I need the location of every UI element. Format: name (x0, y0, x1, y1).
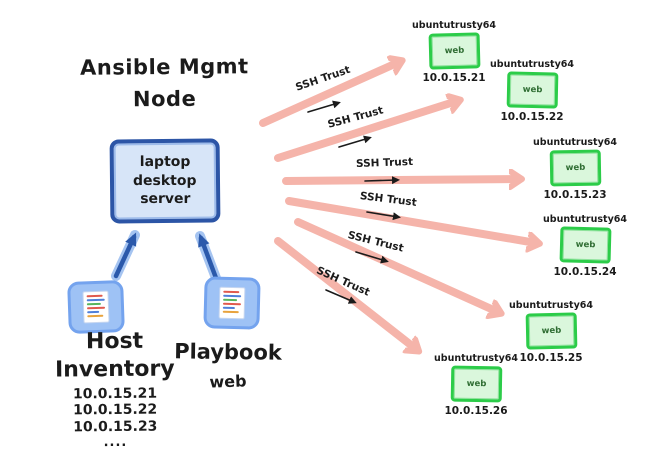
host-box: web (549, 149, 601, 187)
host-ip-label: 10.0.15.21 (422, 72, 486, 84)
host-inventory-document-icon (67, 280, 125, 334)
diagram-title: Ansible Mgmt Node (62, 51, 268, 116)
ssh-arrow-3 (282, 179, 518, 181)
playbook-block: Playbook web (168, 339, 288, 392)
title-line-1: Ansible Mgmt (79, 54, 249, 80)
managed-host-4: ubuntutrusty64 web 10.0.15.24 (537, 214, 633, 278)
playbook-to-node-arrow (198, 233, 219, 281)
ssh-arrow-5 (294, 218, 498, 312)
playbook-document-icon (203, 276, 261, 330)
host-ip-label: 10.0.15.23 (543, 189, 607, 201)
document-paper (82, 290, 110, 324)
host-os-label: ubuntutrusty64 (533, 137, 617, 148)
mgmt-node-line-server: server (140, 191, 191, 208)
host-os-label: ubuntutrusty64 (412, 20, 496, 31)
host-box: web (506, 71, 558, 109)
host-os-label: ubuntutrusty64 (490, 59, 574, 70)
host-os-label: ubuntutrusty64 (509, 300, 593, 311)
direction-arrow-1 (307, 100, 341, 113)
host-service-label: web (541, 325, 561, 337)
host-inventory-ip-list: 10.0.15.21 10.0.15.22 10.0.15.23 .... (30, 386, 201, 451)
direction-arrow-3 (364, 176, 400, 185)
host-service-label: web (444, 45, 464, 57)
ssh-direction-arrows (307, 100, 401, 304)
host-os-label: ubuntutrusty64 (434, 353, 518, 364)
host-box: web (525, 312, 577, 350)
managed-host-3: ubuntutrusty64 web 10.0.15.23 (527, 137, 623, 201)
host-service-label: web (466, 378, 486, 390)
host-ip-label: 10.0.15.22 (500, 111, 564, 123)
direction-arrow-4 (366, 211, 401, 221)
host-ip-label: 10.0.15.26 (444, 405, 508, 417)
host-box: web (428, 32, 480, 70)
inventory-ip-ellipsis: .... (103, 435, 128, 451)
document-paper (218, 286, 246, 320)
input-arrows (111, 230, 221, 283)
ssh-arrow-1 (259, 62, 399, 127)
ssh-arrow-2 (274, 101, 457, 162)
host-service-label: web (522, 84, 542, 96)
host-os-label: ubuntutrusty64 (543, 214, 627, 225)
mgmt-node-box: laptop desktop server (109, 138, 221, 224)
managed-host-2: ubuntutrusty64 web 10.0.15.22 (484, 59, 580, 123)
host-box: web (559, 226, 611, 264)
host-ip-label: 10.0.15.25 (519, 352, 583, 364)
ssh-trust-arrows (259, 62, 536, 349)
host-service-label: web (575, 239, 595, 251)
ssh-arrow-4 (285, 197, 536, 243)
direction-arrow-5 (355, 251, 389, 264)
mgmt-node-line-laptop: laptop (139, 153, 191, 170)
direction-arrow-2 (338, 135, 372, 148)
managed-host-1: ubuntutrusty64 web 10.0.15.21 (406, 20, 502, 84)
playbook-label: Playbook (174, 339, 282, 365)
ssh-arrow-6 (274, 237, 416, 349)
inventory-to-node-arrow (113, 232, 137, 279)
managed-host-5: ubuntutrusty64 web 10.0.15.25 (503, 300, 599, 364)
inventory-ip: 10.0.15.23 (73, 418, 158, 436)
inventory-ip: 10.0.15.22 (73, 402, 158, 419)
mgmt-node-line-desktop: desktop (133, 172, 197, 189)
managed-host-6: ubuntutrusty64 web 10.0.15.26 (428, 353, 524, 417)
playbook-sublabel: web (209, 371, 247, 392)
host-ip-label: 10.0.15.24 (553, 266, 617, 278)
direction-arrow-6 (325, 289, 357, 304)
host-box: web (450, 365, 502, 403)
ssh-trust-label-3: SSH Trust (355, 156, 414, 170)
host-service-label: web (565, 162, 585, 174)
title-line-2: Node (132, 86, 197, 111)
